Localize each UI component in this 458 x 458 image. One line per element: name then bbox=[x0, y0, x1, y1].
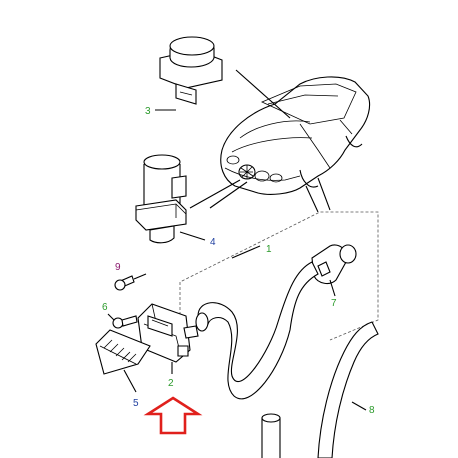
part-6-screw bbox=[107, 313, 138, 329]
callout-4: 4 bbox=[210, 237, 216, 248]
part-8-pipe bbox=[317, 321, 379, 458]
part-5-grille bbox=[95, 329, 151, 393]
part-3-switch bbox=[155, 36, 223, 111]
car-illustration bbox=[220, 76, 371, 195]
part-4-sensor bbox=[135, 154, 206, 244]
assembly-outline bbox=[179, 211, 379, 341]
part-9-screw bbox=[114, 273, 147, 291]
callout-8: 8 bbox=[369, 405, 375, 416]
leader-1 bbox=[231, 245, 261, 259]
leader-lines bbox=[189, 69, 331, 213]
callout-1: 1 bbox=[266, 244, 272, 255]
callout-9: 9 bbox=[115, 262, 121, 273]
callout-7: 7 bbox=[331, 298, 337, 309]
part-1-hose bbox=[195, 261, 319, 400]
callout-2: 2 bbox=[168, 378, 174, 389]
up-arrow-outline-icon bbox=[143, 396, 203, 435]
part-2-switch-block bbox=[137, 303, 199, 374]
callout-3: 3 bbox=[145, 106, 151, 117]
callout-6: 6 bbox=[102, 302, 108, 313]
part-7-connector bbox=[311, 244, 357, 297]
callout-5: 5 bbox=[133, 398, 139, 409]
pipe-stub bbox=[261, 413, 281, 458]
callout-labels: 1 2 3 4 5 6 7 8 9 bbox=[102, 106, 375, 416]
